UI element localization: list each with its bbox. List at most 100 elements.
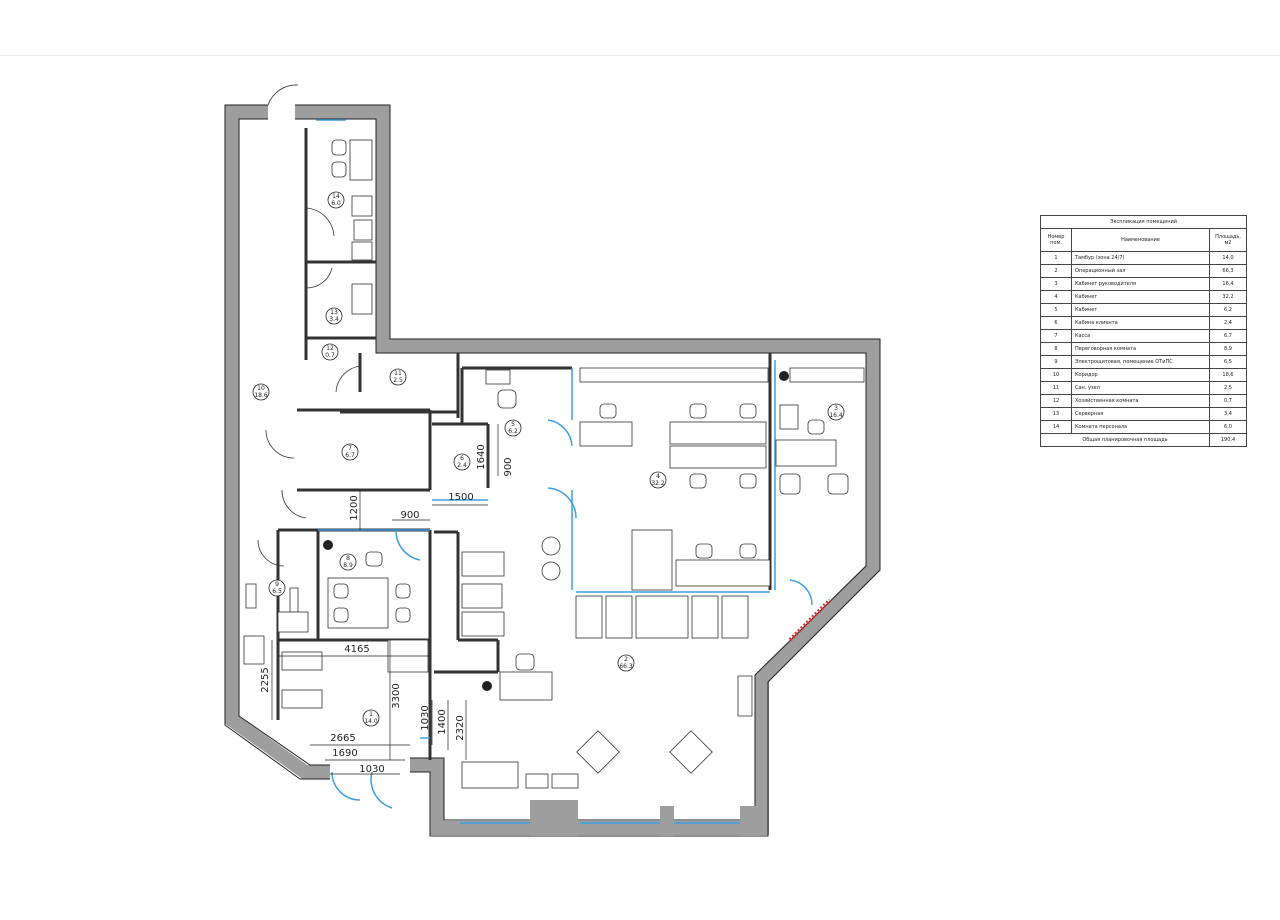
cell-name: Операционный зал [1071, 264, 1210, 278]
columns [530, 800, 760, 836]
cell-area: 0,7 [1209, 394, 1247, 408]
dim-1690: 1690 [332, 748, 357, 759]
svg-text:32.2: 32.2 [651, 480, 665, 487]
total-label: Общая планировочная площадь [1040, 433, 1210, 447]
svg-text:66.3: 66.3 [619, 663, 633, 670]
svg-text:8.9: 8.9 [343, 562, 353, 569]
cell-area: 6,2 [1209, 303, 1247, 317]
svg-text:18.6: 18.6 [254, 392, 268, 399]
room-label-9: 96.5 [268, 579, 286, 597]
col-number: Номер пом. [1040, 228, 1072, 252]
cell-area: 3,4 [1209, 407, 1247, 421]
svg-text:16.4: 16.4 [829, 412, 843, 419]
dim-1400: 1400 [437, 709, 448, 734]
svg-text:7: 7 [348, 445, 352, 452]
room-label-14: 146.0 [327, 191, 345, 209]
top-bar [0, 0, 1280, 56]
cell-number: 8 [1040, 342, 1072, 356]
cell-number: 4 [1040, 290, 1072, 304]
room-label-6: 62.4 [453, 453, 471, 471]
svg-text:12: 12 [326, 345, 334, 352]
doors [257, 84, 361, 567]
svg-text:2.5: 2.5 [393, 377, 403, 384]
cell-number: 2 [1040, 264, 1072, 278]
svg-text:5: 5 [511, 421, 515, 428]
cell-number: 10 [1040, 368, 1072, 382]
cell-name: Кабинет [1071, 303, 1210, 317]
dim-900-vertical: 900 [503, 457, 514, 476]
room-label-2: 266.3 [617, 654, 635, 672]
dim-2255: 2255 [260, 667, 271, 692]
svg-text:13: 13 [330, 309, 338, 316]
cell-area: 8,9 [1209, 342, 1247, 356]
svg-text:8: 8 [346, 555, 350, 562]
cell-name: Тамбур (зона 24/7) [1071, 251, 1210, 265]
cell-area: 16,4 [1209, 277, 1247, 291]
cell-name: Переговорная комната [1071, 342, 1210, 356]
svg-text:9: 9 [275, 581, 279, 588]
dim-1030: 1030 [359, 764, 384, 775]
cell-name: Касса [1071, 329, 1210, 343]
dim-1030-vertical: 1030 [420, 705, 431, 730]
cell-number: 13 [1040, 407, 1072, 421]
total-value: 190,4 [1209, 433, 1247, 447]
svg-text:14.0: 14.0 [364, 718, 378, 725]
dim-1640: 1640 [476, 444, 487, 469]
svg-text:1: 1 [369, 711, 373, 718]
dim-4165: 4165 [344, 644, 369, 655]
cell-number: 14 [1040, 420, 1072, 434]
cell-number: 3 [1040, 277, 1072, 291]
col-name: Наименование [1071, 228, 1210, 252]
room-label-3: 316.4 [827, 403, 845, 421]
outer-walls [225, 105, 880, 835]
cell-area: 2,5 [1209, 381, 1247, 395]
cell-area: 32,2 [1209, 290, 1247, 304]
room-label-1: 114.0 [362, 709, 380, 727]
dim-2320: 2320 [455, 715, 466, 740]
cell-number: 1 [1040, 251, 1072, 265]
svg-text:6.2: 6.2 [508, 428, 518, 435]
table-title: Экспликация помещений [1040, 215, 1247, 229]
cell-name: Коридор [1071, 368, 1210, 382]
dimension-lines [271, 424, 499, 775]
cell-number: 11 [1040, 381, 1072, 395]
plant-icons [323, 371, 789, 691]
cell-name: Серверная [1071, 407, 1210, 421]
dim-900: 900 [400, 510, 419, 521]
room-label-4: 432.2 [649, 471, 667, 489]
room-label-7: 76.7 [341, 443, 359, 461]
cell-number: 5 [1040, 303, 1072, 317]
svg-text:10: 10 [257, 385, 265, 392]
cell-name: Комната персонала [1071, 420, 1210, 434]
svg-text:3.4: 3.4 [329, 316, 339, 323]
svg-text:0.7: 0.7 [325, 352, 335, 359]
svg-text:6.0: 6.0 [331, 200, 341, 207]
svg-text:6.7: 6.7 [345, 452, 355, 459]
cell-area: 66,3 [1209, 264, 1247, 278]
dim-2665: 2665 [330, 733, 355, 744]
room-schedule-table: Экспликация помещений Номер пом.Наименов… [1040, 215, 1247, 447]
room-label-8: 88.9 [339, 553, 357, 571]
cell-name: Электрощитовая, помещение ОТиПС [1071, 355, 1210, 369]
dim-1200: 1200 [349, 495, 360, 520]
svg-text:6.5: 6.5 [272, 588, 282, 595]
cell-area: 6,7 [1209, 329, 1247, 343]
dim-3300: 3300 [391, 683, 402, 708]
cell-name: Хозяйственная комната [1071, 394, 1210, 408]
cell-number: 12 [1040, 394, 1072, 408]
svg-text:3: 3 [834, 405, 838, 412]
svg-text:6: 6 [460, 455, 464, 462]
